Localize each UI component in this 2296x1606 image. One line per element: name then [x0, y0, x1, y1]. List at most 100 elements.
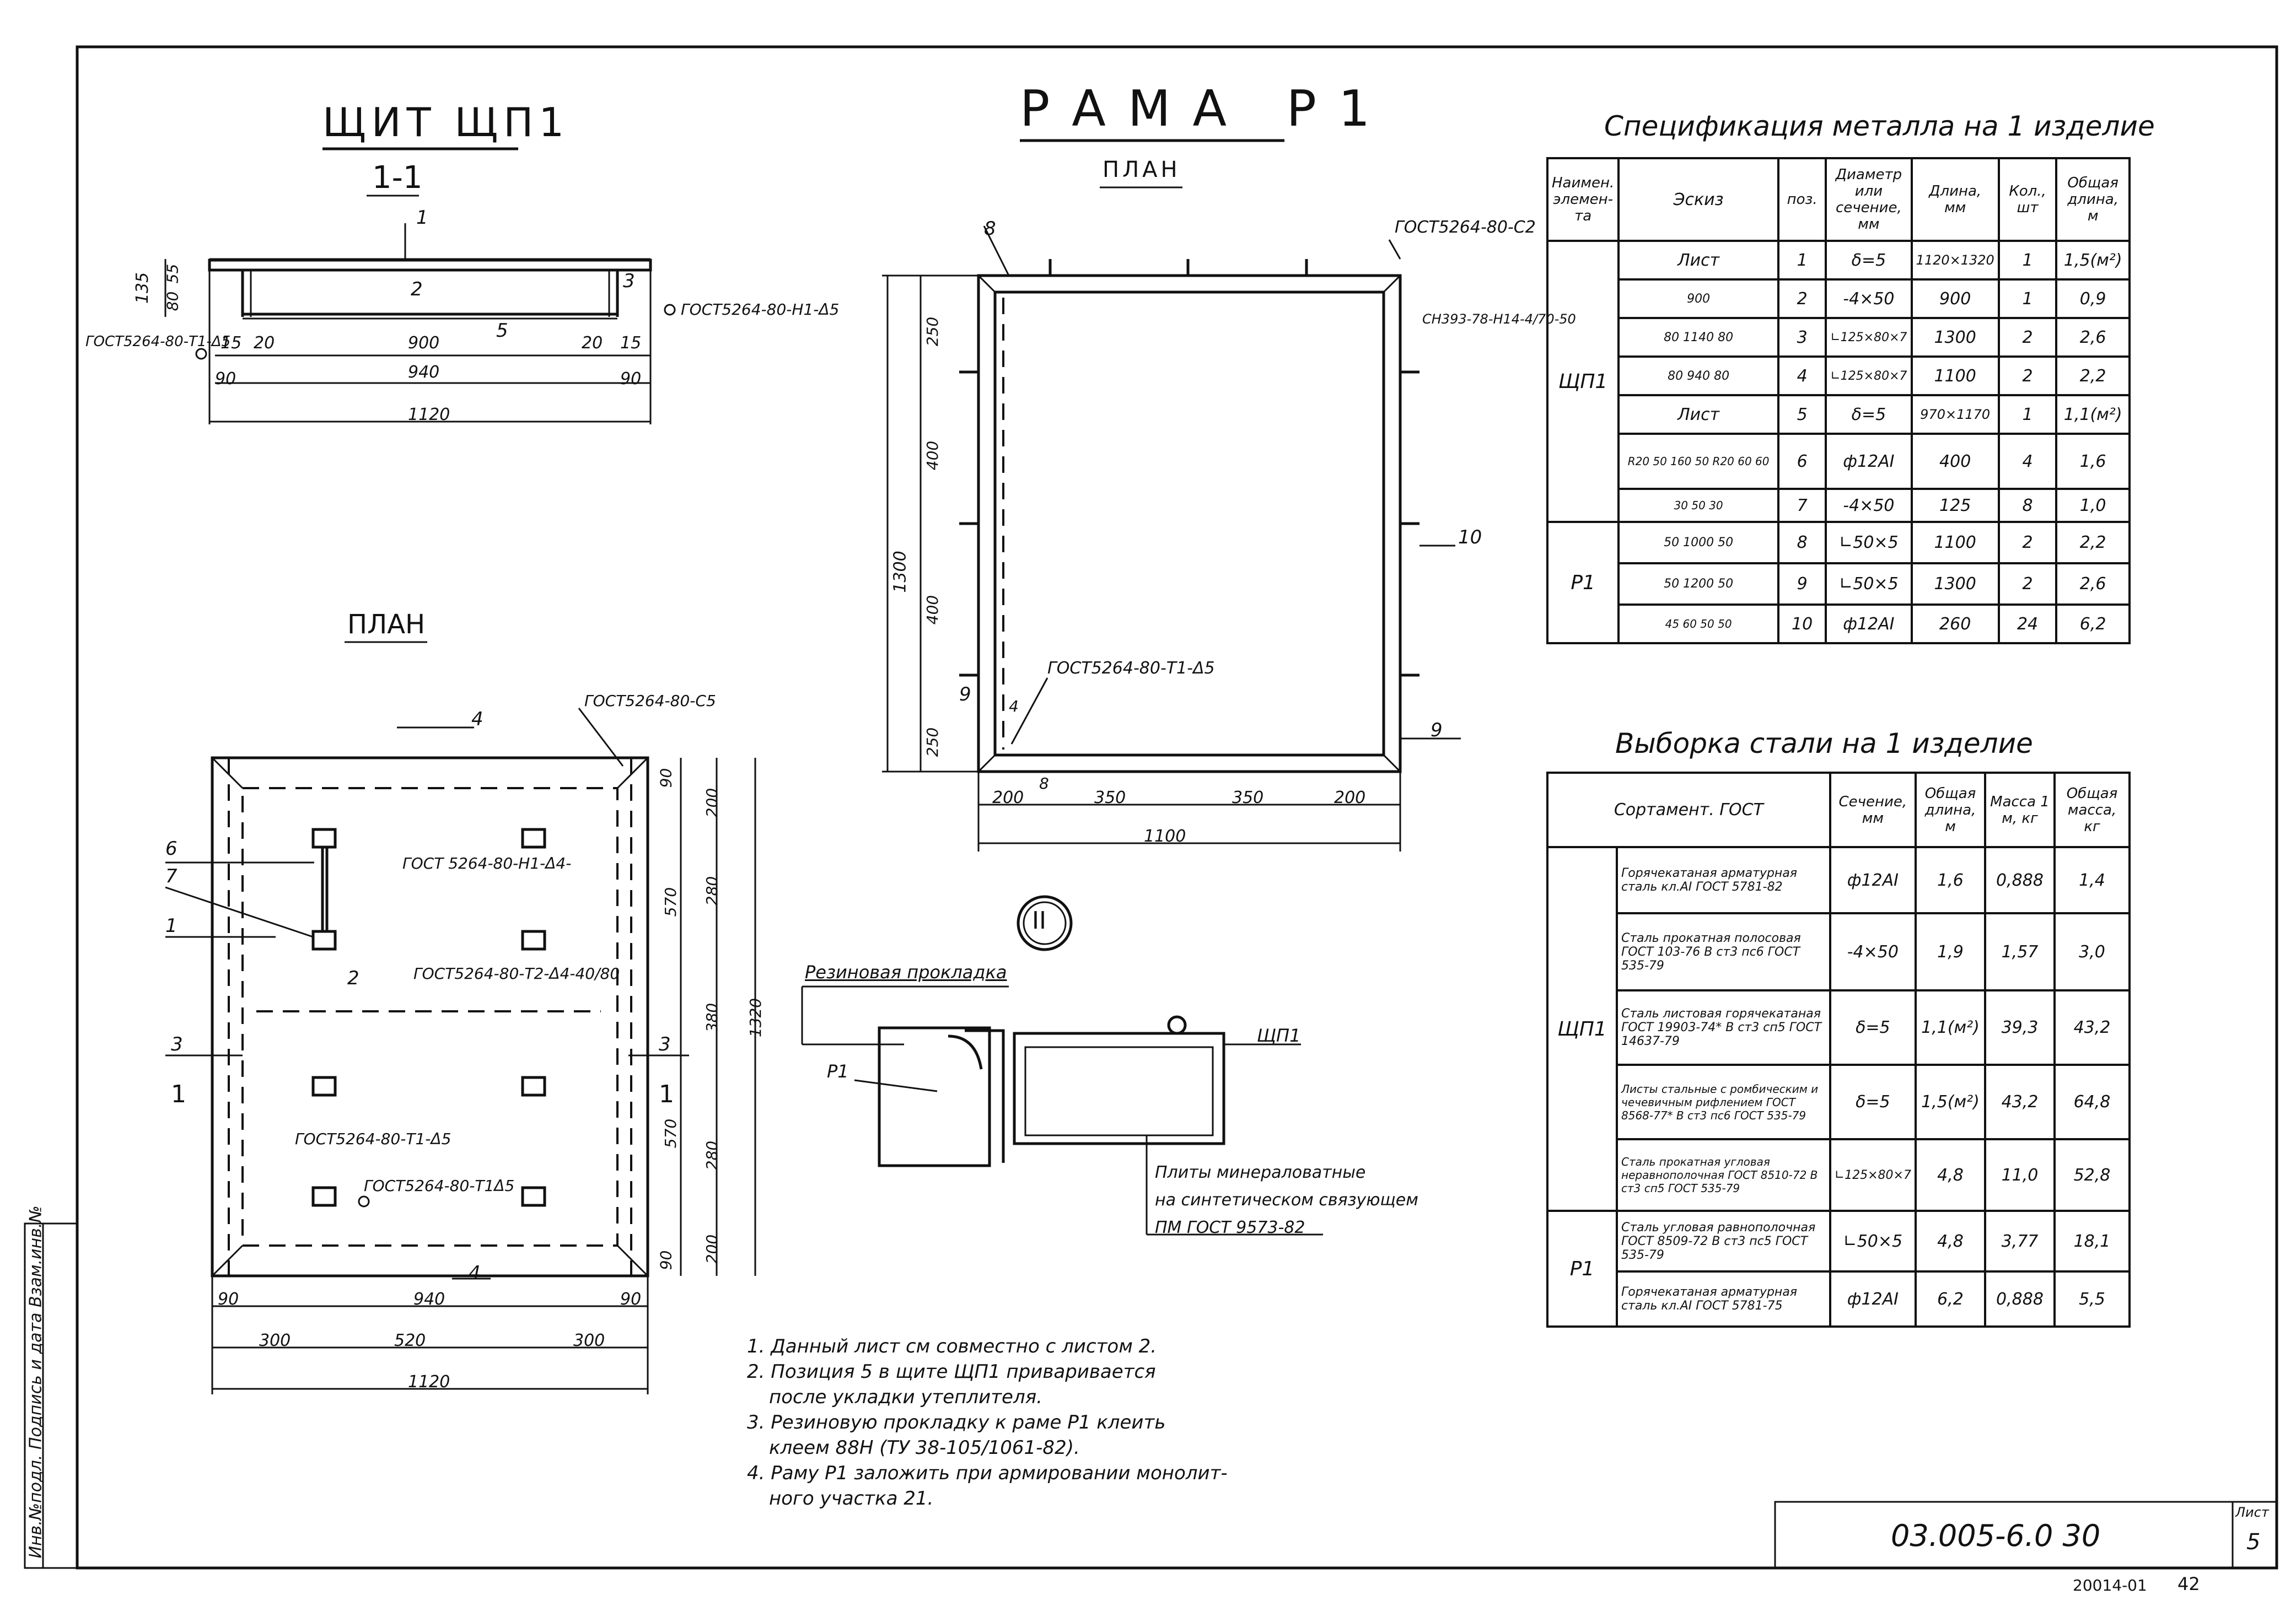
spec-cell: 4: [1997, 433, 2058, 490]
note-3: 3. Резиновую прокладку к раме Р1 клеить: [747, 1411, 1166, 1433]
section-label: 1-1: [372, 160, 423, 196]
spec-cell: 970×1170: [1910, 394, 2000, 435]
spec-cell: 2: [1997, 562, 2058, 606]
spec-cell: 1,5(м²): [2055, 240, 2131, 281]
steel-cell: 18,1: [2053, 1210, 2131, 1273]
plan-rdim-90a: 90: [657, 768, 675, 788]
steel-cell: 3,0: [2053, 912, 2131, 991]
table-row: 900 2 -4×50 900 1 0,9: [1547, 278, 2131, 319]
steel-cell: 0,888: [1984, 1270, 2056, 1328]
sec-dim-135: 135: [133, 272, 153, 304]
plan-gost-c5: ГОСТ5264-80-С5: [584, 692, 716, 710]
spec-cell: 8: [1777, 521, 1827, 564]
steel-cell: -4×50: [1829, 912, 1917, 991]
spec-cell: 2: [1997, 355, 2058, 396]
steel-h-len: Общая длина, м: [1915, 772, 1986, 848]
sec-dim-90b: 90: [620, 369, 642, 389]
spec-h-name: Наимен. элемен- та: [1546, 157, 1620, 242]
detail-ii: [801, 895, 1323, 1236]
table-row: Листы стальные с ромбическим и чечевичны…: [1547, 1064, 2131, 1140]
frame-ldim-400a: 400: [923, 440, 942, 471]
spec-cell: 1300: [1910, 562, 2000, 606]
spec-cell: 24: [1997, 603, 2058, 644]
section-1-1: [164, 223, 676, 424]
steel-cell: 11,0: [1984, 1138, 2056, 1212]
spec-table: Наимен. элемен- та Эскиз поз. Диаметр ил…: [1546, 157, 2131, 644]
plan-pos-4-top: 4: [471, 708, 483, 730]
side-stamp-text: Инв.№подл. Подпись и дата Взам.инв.№: [26, 1205, 46, 1559]
notes-block: 1. Данный лист см совместно с листом 2. …: [747, 1334, 1228, 1511]
plan-pos-7: 7: [165, 865, 178, 887]
plan-pos-3-right: 3: [659, 1033, 671, 1055]
plan-rdim-570b: 570: [662, 1118, 680, 1149]
sheet-number-box: [2232, 1501, 2278, 1569]
plan-pos-6: 6: [165, 838, 178, 860]
frame-title: РАМА Р1: [1020, 80, 1392, 138]
steel-cell: Сталь листовая горячекатаная ГОСТ 19903-…: [1616, 989, 1831, 1066]
steel-cell: δ=5: [1829, 1064, 1917, 1140]
note-1: 1. Данный лист см совместно с листом 2.: [747, 1335, 1157, 1357]
plan-gost-t2: ГОСТ5264-80-Т2-Δ4-40/80: [413, 964, 620, 983]
frame-bdim-200b: 200: [1334, 788, 1366, 807]
steel-cell: 43,2: [2053, 989, 2131, 1066]
steel-cell: 1,57: [1984, 912, 2056, 991]
steel-cell: 39,3: [1984, 989, 2056, 1066]
sec-gost-h1: ГОСТ5264-80-Н1-Δ5: [681, 300, 840, 319]
frame-pos-8-bottom: 8: [1039, 774, 1049, 793]
archive-number: 20014-01: [2073, 1576, 2147, 1594]
steel-h-name: Сортамент. ГОСТ: [1546, 772, 1831, 848]
spec-header-row: Наимен. элемен- та Эскиз поз. Диаметр ил…: [1546, 157, 2131, 242]
table-row: Сталь прокатная угловая неравнополочная …: [1547, 1138, 2131, 1212]
table-row: Сталь листовая горячекатаная ГОСТ 19903-…: [1547, 989, 2131, 1066]
spec-cell: ∟125×80×7: [1825, 317, 1913, 358]
sec-dim-15a: 15: [221, 333, 242, 353]
steel-cell: ∟125×80×7: [1829, 1138, 1917, 1212]
note-4b: ного участка 21.: [769, 1488, 934, 1510]
spec-cell: 1,6: [2055, 433, 2131, 490]
spec-h-sketch: Эскиз: [1617, 157, 1779, 242]
plan-rdim-380: 380: [703, 1003, 722, 1033]
frame-pos-10: 10: [1458, 526, 1482, 548]
steel-cell: 3,77: [1984, 1210, 2056, 1273]
plan-pos-2: 2: [347, 967, 359, 989]
sec-dim-900: 900: [408, 333, 440, 353]
cut-mark-right: 1: [659, 1080, 674, 1108]
spec-h-total: Общая длина, м: [2055, 157, 2131, 242]
table-row: Горячекатаная арматурная сталь кл.АI ГОС…: [1547, 1270, 2131, 1328]
note-2b: после укладки утеплителя.: [769, 1386, 1042, 1408]
sec-pos-1: 1: [416, 207, 428, 229]
sheet-border: [76, 45, 2278, 1570]
steel-cell: 43,2: [1984, 1064, 2056, 1140]
spec-cell: 900: [1910, 278, 2000, 319]
spec-h-len: Длина, мм: [1910, 157, 2000, 242]
plan-bdim-940: 940: [413, 1290, 445, 1309]
shield-title: ЩИТ ЩП1: [322, 99, 570, 145]
spec-cell: δ=5: [1825, 394, 1913, 435]
spec-cell: 8: [1997, 488, 2058, 523]
spec-cell: Лист: [1617, 394, 1779, 435]
table-row: Сталь прокатная полосовая ГОСТ 103-76 В …: [1547, 912, 2131, 991]
frame-ldim-1300: 1300: [890, 551, 910, 593]
spec-cell: 2,6: [2055, 562, 2131, 606]
spec-cell: 260: [1910, 603, 2000, 644]
spec-cell: ф12АI: [1825, 603, 1913, 644]
steel-cell: ф12АI: [1829, 846, 1917, 914]
frame-gost-t1: ГОСТ5264-80-Т1-Δ5: [1047, 659, 1215, 678]
spec-cell: 1,1(м²): [2055, 394, 2131, 435]
spec-cell: 6,2: [2055, 603, 2131, 644]
plan-rdim-1320: 1320: [746, 998, 765, 1038]
document-code: 03.005-6.0 30: [1891, 1518, 2101, 1553]
table-row: ЩП1 Лист 1 δ=5 1120×1320 1 1,5(м²): [1546, 240, 2131, 523]
steel-cell: Листы стальные с ромбическим и чечевичны…: [1616, 1064, 1831, 1140]
frame-bdim-350a: 350: [1094, 788, 1126, 807]
sec-pos-5: 5: [496, 320, 508, 342]
sheet-number: 5: [2246, 1529, 2261, 1555]
table-row: R20 50 160 50 R20 60 60 6 ф12АI 400 4 1,…: [1547, 433, 2131, 490]
steel-cell: 1,9: [1915, 912, 1986, 991]
frame-bdim-200a: 200: [992, 788, 1024, 807]
spec-cell: 1300: [1910, 317, 2000, 358]
steel-group-r1: Р1: [1546, 1210, 1618, 1328]
cut-mark-left: 1: [171, 1080, 186, 1108]
steel-h-mass: Масса 1 м, кг: [1984, 772, 2056, 848]
plan-rdim-570a: 570: [662, 887, 680, 917]
